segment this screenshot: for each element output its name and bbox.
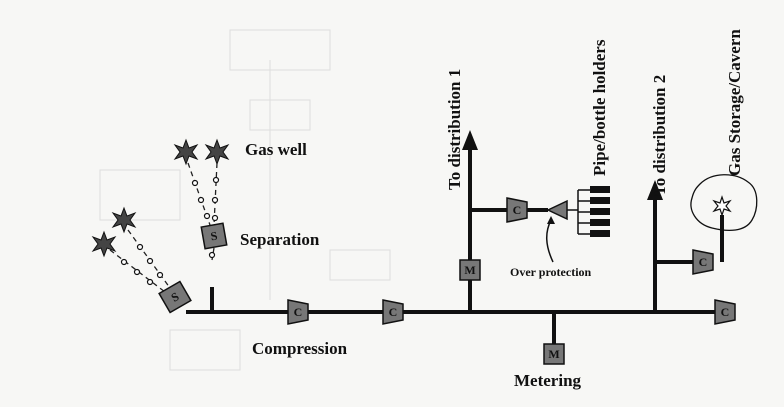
metering-label: Metering: [514, 371, 582, 390]
pointer-arrow-icon: [547, 216, 555, 224]
background-traces: [99, 29, 391, 371]
meter-symbol: M: [548, 347, 559, 361]
meter-icon-distribution-1: M: [459, 259, 481, 281]
gas-well-icon-2: [204, 138, 230, 166]
separator-icon-upper: S: [200, 222, 228, 250]
compressor-symbol: C: [294, 305, 303, 319]
meter-icon-metering: M: [543, 343, 565, 365]
distribution-1-label: To distribution 1: [445, 69, 464, 190]
over-protection-label: Over protection: [510, 265, 592, 279]
compressor-icon-3: C: [714, 299, 736, 325]
compressor-symbol: C: [389, 305, 398, 319]
well-flow-lines: [109, 162, 220, 293]
compression-label: Compression: [252, 339, 348, 358]
compressor-icon-storage: C: [692, 249, 714, 275]
compressor-icon-1: C: [287, 299, 309, 325]
pipelines: [186, 148, 724, 345]
compressor-icon-holders: C: [506, 197, 528, 223]
relief-valve-icon: [546, 199, 568, 221]
gas-well-label: Gas well: [245, 140, 307, 159]
pipe-bottle-holders-icon: [567, 186, 610, 237]
meter-symbol: M: [464, 263, 475, 277]
compressor-symbol: C: [513, 203, 522, 217]
gas-well-icon-1: [173, 138, 199, 166]
pipe-bottle-holders-label: Pipe/bottle holders: [590, 39, 609, 176]
separation-label: Separation: [240, 230, 320, 249]
separator-symbol: S: [209, 228, 218, 243]
arrow-up-icon-distribution-1: [462, 130, 478, 150]
compressor-symbol: C: [699, 255, 708, 269]
gas-storage-label: Gas Storage/Cavern: [725, 29, 744, 176]
distribution-2-label: To distribution 2: [650, 75, 669, 196]
storage-cavern-outline: [690, 174, 758, 232]
separator-icon-lower: S: [158, 280, 192, 314]
storage-star-icon: [712, 195, 732, 217]
compressor-icon-2: C: [382, 299, 404, 325]
gas-well-icon-3: [111, 206, 137, 234]
compressor-symbol: C: [721, 305, 730, 319]
gas-well-icon-4: [91, 230, 117, 258]
over-protection-pointer: [546, 219, 554, 263]
arrow-up-icon-distribution-2: [647, 180, 663, 200]
